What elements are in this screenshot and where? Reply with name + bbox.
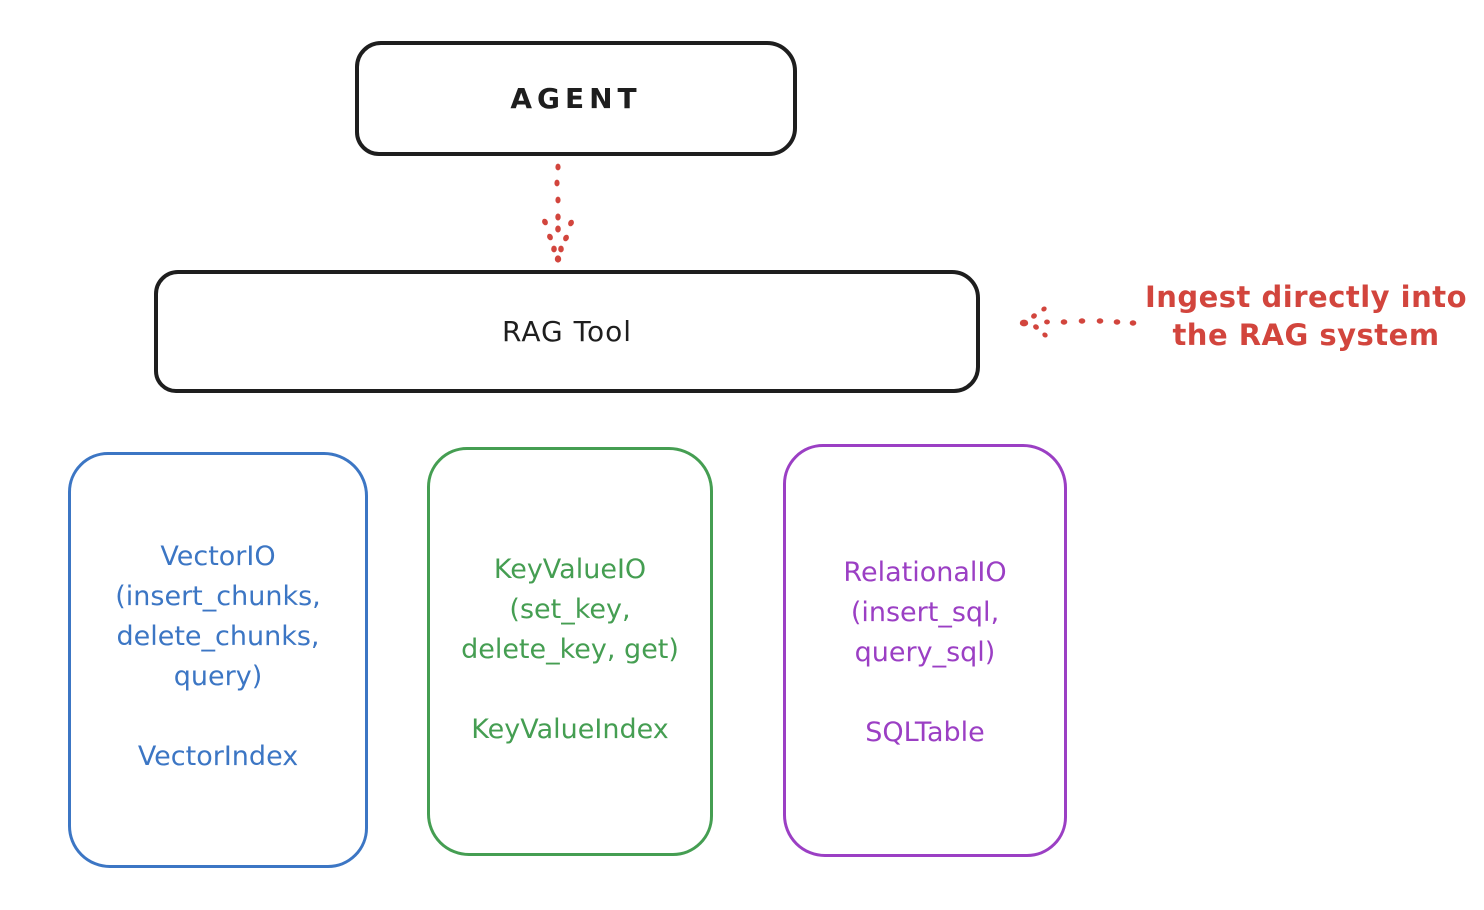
vector-io-methods-line3: query)	[173, 661, 263, 692]
keyvalue-io-methods-line1: (set_key,	[509, 594, 631, 625]
rag-tool-node-label: RAG Tool	[502, 315, 632, 348]
vector-io-node: VectorIO (insert_chunks, delete_chunks, …	[68, 452, 368, 868]
keyvalue-io-methods-line2: delete_key, get)	[461, 634, 679, 665]
relational-io-table-label: SQLTable	[865, 717, 985, 748]
vector-io-methods-line2: delete_chunks,	[116, 621, 320, 652]
relational-io-node: RelationalIO (insert_sql, query_sql) SQL…	[783, 444, 1067, 857]
vector-io-title: VectorIO	[160, 541, 276, 572]
rag-tool-node: RAG Tool	[154, 270, 980, 393]
vector-io-index-label: VectorIndex	[137, 741, 299, 772]
ingest-annotation: Ingest directly into the RAG system	[1136, 278, 1476, 354]
ingest-annotation-line1: Ingest directly into	[1144, 280, 1468, 314]
dotted-arrow-left-icon	[1016, 298, 1138, 348]
keyvalue-io-title: KeyValueIO	[493, 554, 647, 585]
dotted-arrow-down-icon	[540, 163, 576, 263]
keyvalue-io-index-label: KeyValueIndex	[471, 714, 669, 745]
ingest-annotation-line2: the RAG system	[1172, 318, 1440, 352]
dotted-arrow-down-svg	[542, 163, 574, 263]
keyvalue-io-node: KeyValueIO (set_key, delete_key, get) Ke…	[427, 447, 713, 856]
relational-io-methods-line1: (insert_sql,	[850, 597, 1000, 628]
relational-io-title: RelationalIO	[843, 557, 1007, 588]
relational-io-methods-line2: query_sql)	[854, 637, 996, 668]
agent-node: AGENT	[355, 41, 797, 156]
agent-node-label: AGENT	[510, 82, 642, 115]
vector-io-methods-line1: (insert_chunks,	[115, 581, 321, 612]
dotted-arrow-left-svg	[1019, 306, 1137, 338]
